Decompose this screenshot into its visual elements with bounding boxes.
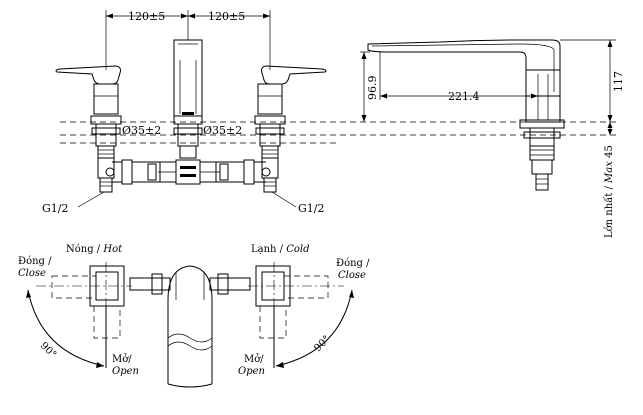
thread-right-label: G1/2 [298,202,325,215]
dia-left-label: Ø35±2 [122,124,161,137]
max-depth-label: Lớn nhất / Max 45 [604,145,615,238]
thread-left-label: G1/2 [42,202,69,215]
open-left-en: Open [112,366,139,377]
left-inlet [97,157,115,193]
close-left-vi: Đóng / [18,256,52,267]
dim-left-label: 120±5 [128,10,165,23]
left-valve-body [90,115,122,159]
open-left-vi: Mở/ [112,354,132,365]
cold-handle-top [248,262,354,368]
right-inlet [261,157,279,193]
dim-total-label: 117 [612,71,625,92]
angle-left-label: 90° [38,340,58,360]
right-handle [257,65,327,115]
hot-handle-top [26,262,132,368]
close-left-en: Close [18,268,46,279]
close-right-en: Close [338,270,366,281]
dim-height-label: 96.9 [366,76,379,101]
open-right-en: Open [238,366,265,377]
left-handle [55,65,121,115]
cold-label: Lạnh / Cold [251,244,310,255]
connection-pipe [112,159,266,185]
dia-right-label: Ø35±2 [203,124,242,137]
dim-reach-label: 221.4 [448,90,480,103]
close-right-vi: Đóng / [336,258,370,269]
front-view: 120±5 120±5 [42,10,620,215]
hot-label: Nóng / Hot [66,244,123,255]
top-view: Nóng / Hot Lạnh / Cold Đóng / Close Đóng… [18,244,370,388]
dim-right-label: 120±5 [208,10,245,23]
side-view: 96.9 221.4 117 Lớn nhất / Max 45 [360,39,625,238]
center-spout [173,39,203,117]
center-valve-body [173,115,203,159]
open-right-vi: Mở/ [244,354,264,365]
